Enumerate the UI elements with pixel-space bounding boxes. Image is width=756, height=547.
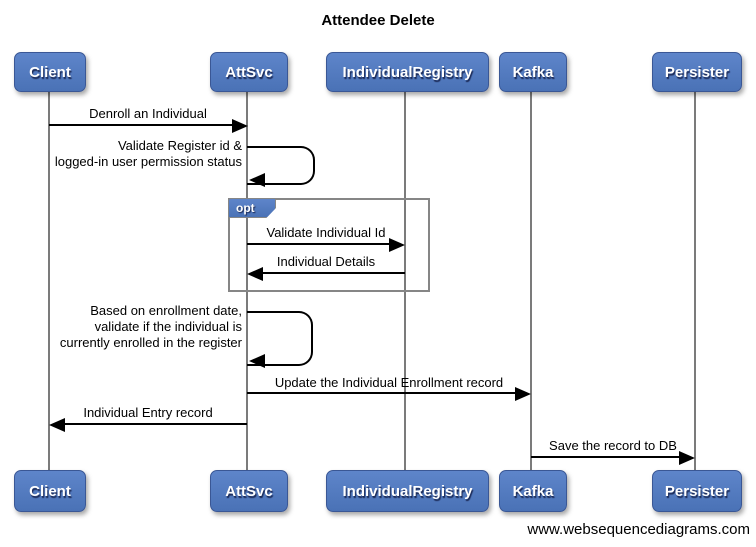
arrowhead: [515, 387, 531, 401]
self-message-validate-register: Validate Register id & logged-in user pe…: [0, 138, 242, 170]
actor-client-bottom: Client: [14, 470, 86, 512]
arrow-line: [247, 392, 515, 394]
self-message-line: Based on enrollment date,: [90, 303, 242, 318]
message-label-validate-individual-id: Validate Individual Id: [266, 225, 386, 240]
arrowhead: [247, 267, 263, 281]
opt-fragment-tab: opt: [228, 198, 276, 218]
arrowhead: [232, 119, 248, 133]
arrowhead: [679, 451, 695, 465]
arrowhead: [49, 418, 65, 432]
arrow-line: [247, 243, 389, 245]
self-message-line: validate if the individual is: [94, 319, 242, 334]
actor-persister-top: Persister: [652, 52, 742, 92]
watermark: www.websequencediagrams.com: [527, 521, 750, 538]
actor-persister-bottom: Persister: [652, 470, 742, 512]
lifeline-client: [48, 90, 50, 470]
actor-client-top: Client: [14, 52, 86, 92]
actor-attsvc-top: AttSvc: [210, 52, 288, 92]
arrowhead: [249, 354, 265, 368]
self-message-line: currently enrolled in the register: [59, 335, 242, 350]
lifeline-individualregistry: [404, 90, 406, 470]
self-message-line: Validate Register id &: [117, 138, 242, 153]
diagram-title: Attendee Delete: [321, 12, 435, 29]
arrow-line: [263, 272, 405, 274]
arrow-line: [65, 423, 247, 425]
arrow-line: [531, 456, 679, 458]
message-label-individual-entry-record: Individual Entry record: [83, 405, 213, 420]
lifeline-kafka: [530, 90, 532, 470]
actor-individualregistry-bottom: IndividualRegistry: [326, 470, 489, 512]
self-loop: [247, 146, 315, 185]
message-label-denroll: Denroll an Individual: [89, 106, 207, 121]
actor-individualregistry-top: IndividualRegistry: [326, 52, 489, 92]
message-label-save-record: Save the record to DB: [549, 438, 677, 453]
self-message-enrollment-check: Based on enrollment date, validate if th…: [0, 303, 242, 351]
actor-kafka-bottom: Kafka: [499, 470, 567, 512]
opt-fragment-frame: [228, 198, 430, 292]
lifeline-persister: [694, 90, 696, 470]
actor-kafka-top: Kafka: [499, 52, 567, 92]
self-loop: [247, 311, 313, 366]
self-message-line: logged-in user permission status: [54, 154, 242, 169]
arrowhead: [389, 238, 405, 252]
message-label-individual-details: Individual Details: [276, 254, 376, 269]
arrowhead: [249, 173, 265, 187]
message-label-update-enrollment: Update the Individual Enrollment record: [274, 375, 504, 390]
arrow-line: [49, 124, 232, 126]
actor-attsvc-bottom: AttSvc: [210, 470, 288, 512]
